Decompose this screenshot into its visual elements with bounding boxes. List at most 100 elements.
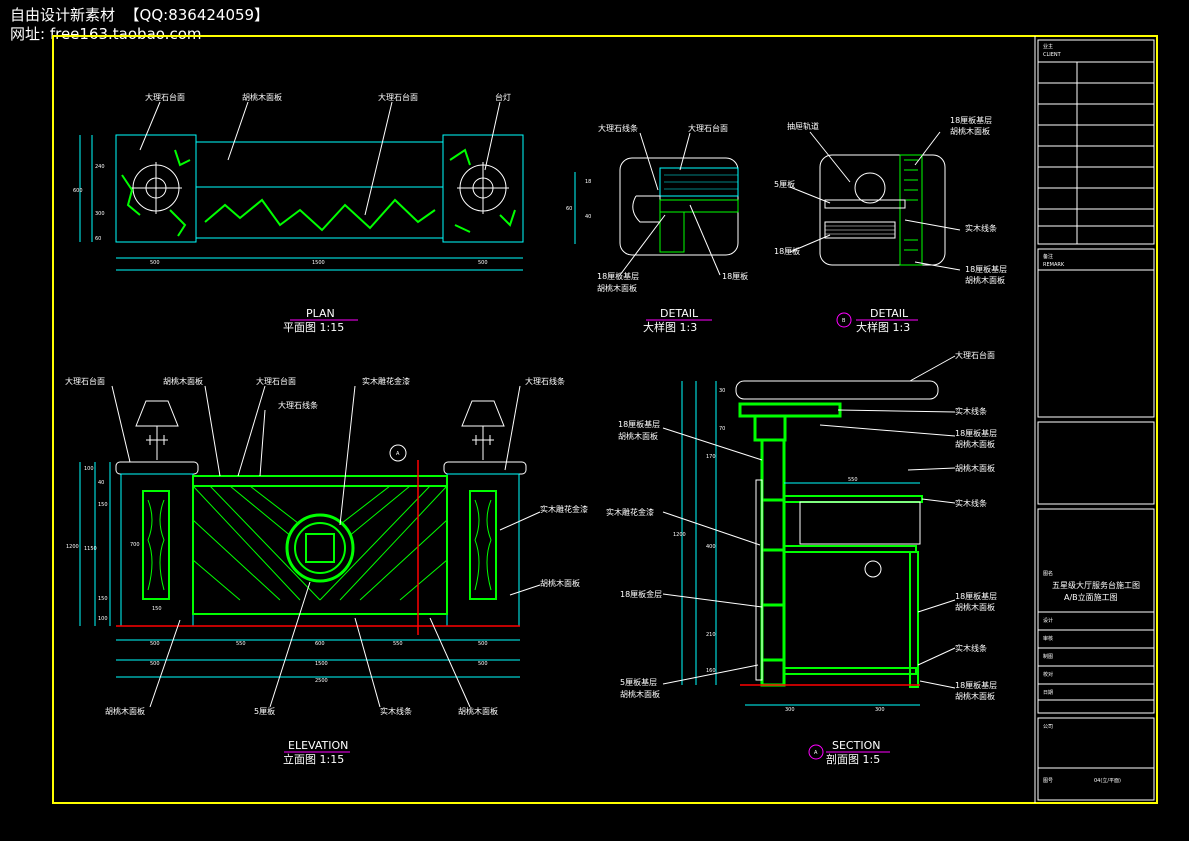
plan-marble-veins — [204, 198, 436, 232]
section-label-left-5: 5厘板基层 — [620, 677, 657, 687]
elevation-dim-row2-1: 500 — [150, 661, 160, 667]
elevation-dim-row1-1: 500 — [150, 641, 160, 647]
section-countertop — [735, 380, 939, 400]
detail-b-label-5: 实木线条 — [965, 223, 997, 233]
plan-counter — [195, 141, 444, 239]
detail-b-view-en: DETAIL — [870, 307, 909, 320]
section-dim-left-6: 160 — [706, 668, 716, 674]
plan-label-4: 台灯 — [495, 92, 511, 102]
section-label-left-2: 胡桃木面板 — [618, 431, 658, 441]
watermark-line-2: 网址: free163.taobao.com — [10, 25, 202, 43]
elevation-view-en: ELEVATION — [288, 739, 348, 752]
plan-dim-total-left: 600 — [73, 188, 83, 194]
section-view-en: SECTION — [832, 739, 880, 752]
elevation-dim-row2-2: 1500 — [315, 661, 328, 667]
title-block-row-1: 设计 — [1043, 617, 1053, 624]
section-dim-left-4: 400 — [706, 544, 716, 550]
section-label-right-8: 胡桃木面板 — [955, 602, 995, 612]
detail-b-label-2: 18厘板基层 — [950, 115, 992, 125]
section-label-right-4: 胡桃木面板 — [955, 439, 995, 449]
elevation-label-top-4: 大理石线条 — [278, 400, 318, 410]
title-block-header2: 备注 — [1043, 253, 1053, 260]
section-dim-inner: 550 — [848, 477, 858, 483]
title-block-sheet-no: 04(立/平面) — [1094, 777, 1121, 784]
title-block-row-2: 审核 — [1043, 635, 1053, 642]
elevation-dim-row1-3: 600 — [315, 641, 325, 647]
detail-b-badge — [836, 312, 852, 328]
detail-a-dim-total: 60 — [566, 206, 572, 212]
title-block: 业主 CLIENT 备注 REMARK 图名 五星级大厅服务台施工图 A/B立面… — [1034, 36, 1155, 803]
elevation-dim-row1-2: 550 — [236, 641, 246, 647]
section-dim-left-2: 70 — [719, 426, 725, 432]
elevation-dim-left-5: 150 — [98, 596, 108, 602]
section-label-right-2: 实木线条 — [955, 406, 987, 416]
section-dim-total-left: 1200 — [673, 532, 686, 538]
elevation-dim-left-3: 150 — [98, 502, 108, 508]
elevation-panel-dim-1: 700 — [130, 542, 140, 548]
section-view-cn: 剖面图 1:5 — [826, 752, 880, 766]
elevation-dim-row2-3: 500 — [478, 661, 488, 667]
elevation-dim-row1-4: 550 — [393, 641, 403, 647]
elevation-label-top-1: 大理石台面 — [65, 376, 105, 386]
detail-a-view: 18 40 60 大理石线条 大理石台面 18厘板基层 胡桃木面板 18厘板 D… — [566, 123, 748, 334]
plan-view-en: PLAN — [306, 307, 335, 320]
title-block-row-5: 日期 — [1043, 690, 1053, 696]
detail-a-view-en: DETAIL — [660, 307, 699, 320]
detail-b-label-1: 抽屉轨道 — [787, 121, 819, 131]
section-label-right-6: 实木线条 — [955, 498, 987, 508]
elevation-view: A 100 40 150 1150 150 100 1200 700 150 5… — [65, 376, 588, 766]
title-block-remark-box — [1037, 248, 1155, 418]
detail-b-view: 抽屉轨道 18厘板基层 胡桃木面板 5厘板 实木线条 18厘板 18厘板基层 胡… — [774, 115, 1007, 334]
plan-dim-left-3: 60 — [95, 236, 101, 242]
elevation-pedestal-left — [120, 473, 194, 627]
title-block-row-4: 校对 — [1043, 671, 1053, 678]
elevation-label-bottom-1: 胡桃木面板 — [105, 706, 145, 716]
section-label-right-11: 胡桃木面板 — [955, 691, 995, 701]
plan-dim-bottom-3: 500 — [478, 260, 488, 266]
plan-dim-bottom-2: 1500 — [312, 260, 325, 266]
elevation-section-marker — [389, 444, 407, 462]
drawing-frame — [52, 35, 1158, 804]
elevation-dim-left-6: 100 — [98, 616, 108, 622]
detail-b-view-cn: 大样图 1:3 — [856, 320, 910, 334]
title-block-company-box — [1037, 717, 1155, 801]
elevation-section-marker-text: A — [396, 451, 400, 457]
detail-b-cutout — [819, 154, 946, 266]
elevation-dim-total: 2500 — [315, 678, 328, 684]
section-label-right-7: 18厘板基层 — [955, 591, 997, 601]
section-label-right-9: 实木线条 — [955, 643, 987, 653]
elevation-lamp-right — [461, 400, 505, 427]
detail-a-cutout — [619, 157, 739, 256]
elevation-label-right-2: 胡桃木面板 — [540, 578, 580, 588]
section-label-left-1: 18厘板基层 — [618, 419, 660, 429]
plan-label-2: 胡桃木面板 — [242, 92, 282, 102]
plan-dim-left-2: 300 — [95, 211, 105, 217]
detail-b-label-4: 5厘板 — [774, 179, 795, 189]
elevation-view-cn: 立面图 1:15 — [283, 752, 344, 766]
detail-a-view-cn: 大样图 1:3 — [643, 320, 697, 334]
plan-dim-bottom-1: 500 — [150, 260, 160, 266]
detail-b-label-7: 18厘板基层 — [965, 264, 1007, 274]
title-block-project-subtitle: A/B立面施工图 — [1064, 592, 1118, 602]
section-label-right-3: 18厘板基层 — [955, 428, 997, 438]
title-block-header1-en: CLIENT — [1043, 52, 1062, 58]
plan-label-3: 大理石台面 — [378, 92, 418, 102]
detail-b-badge-text: B — [842, 318, 846, 324]
elevation-dim-total-left: 1200 — [66, 544, 79, 550]
section-dim-bottom-1: 300 — [785, 707, 795, 713]
section-dim-left-1: 30 — [719, 388, 725, 394]
section-badge-text: A — [814, 750, 818, 756]
elevation-counter-panel — [192, 485, 448, 615]
elevation-label-bottom-3: 实木线条 — [380, 706, 412, 716]
plan-view: 500 1500 500 240 300 60 600 大理石台面 胡桃木面板 … — [73, 92, 524, 334]
title-block-header2-en: REMARK — [1043, 262, 1065, 268]
section-dim-bottom-2: 300 — [875, 707, 885, 713]
elevation-dim-left-4: 1150 — [84, 546, 97, 552]
detail-a-label-2: 大理石台面 — [688, 123, 728, 133]
section-label-left-4: 18厘板金层 — [620, 589, 662, 599]
title-block-project-box — [1037, 508, 1155, 714]
elevation-lamp-left — [135, 400, 179, 427]
detail-b-label-8: 胡桃木面板 — [965, 275, 1005, 285]
watermark-line-1: 自由设计新素材 【QQ:836424059】 — [10, 6, 270, 24]
